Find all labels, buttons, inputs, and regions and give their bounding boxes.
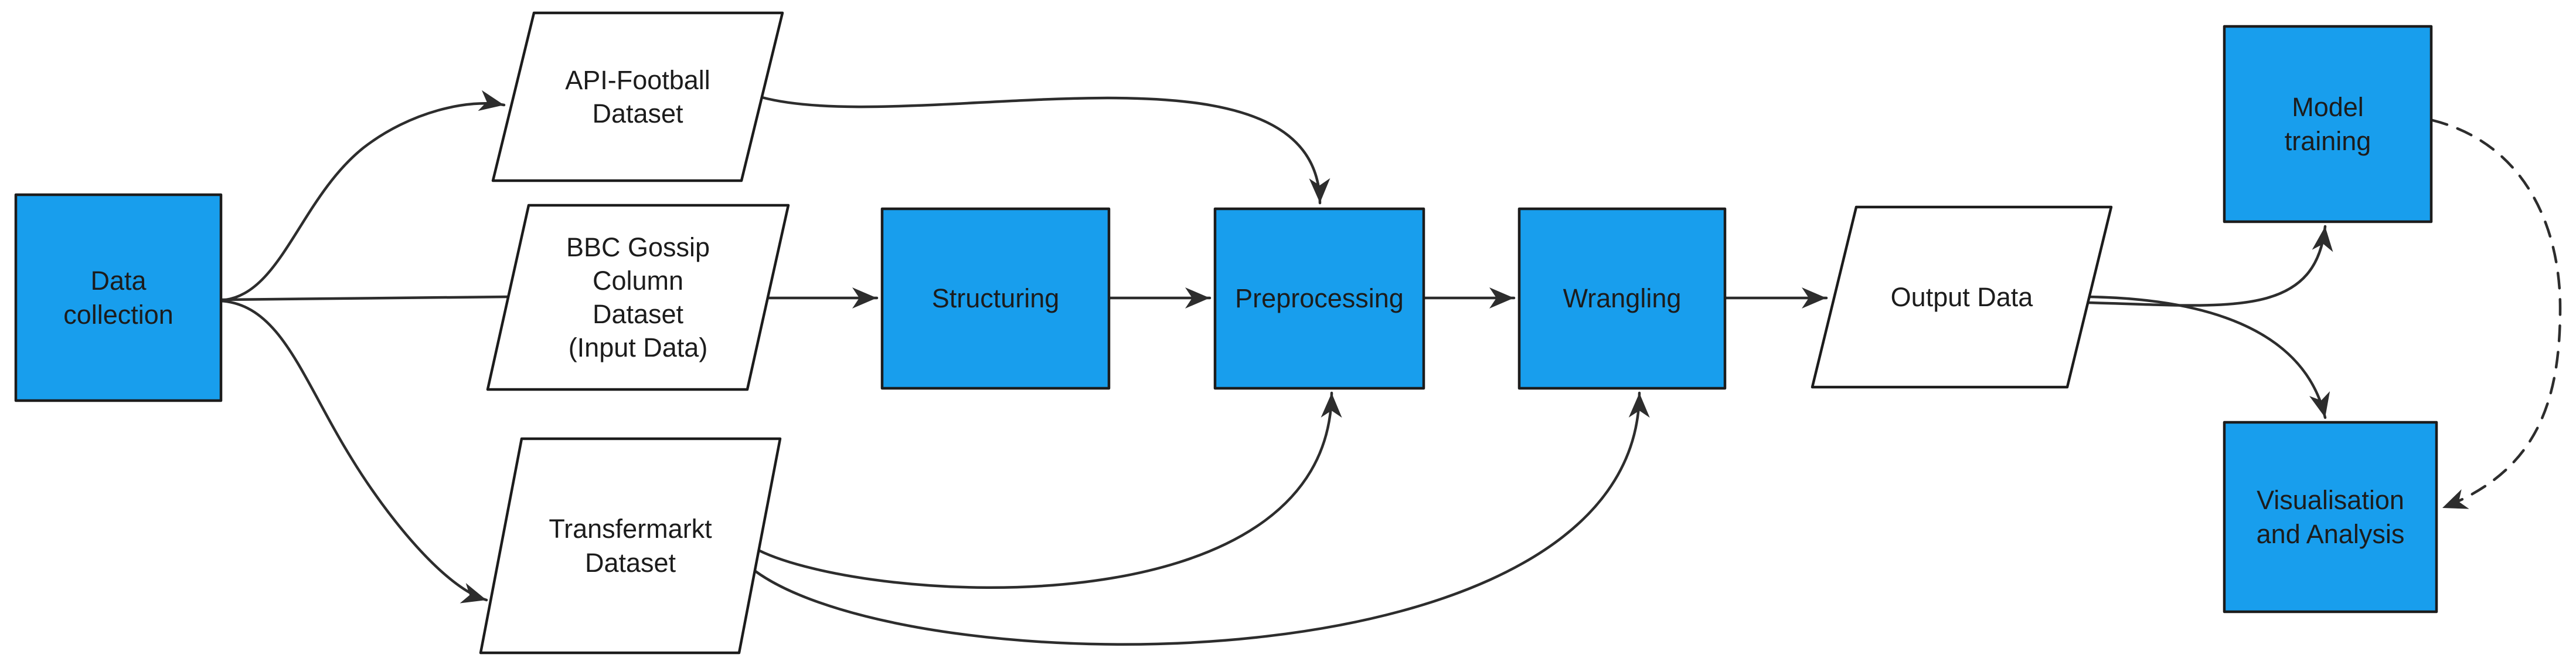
node-output-data [1811,205,2113,389]
edge-modeltraining-visualisation-dashed [2431,118,2562,510]
node-visualisation [2223,421,2438,614]
edge-datacollection-apifootball [219,90,506,302]
edge-apifootball-preprocessing [760,96,1330,205]
node-transfermarkt [479,437,782,655]
node-structuring [880,207,1111,390]
edge-outputdata-visualisation [2086,295,2330,419]
edges [219,90,2562,646]
edge-datacollection-transfermarkt [219,299,488,604]
node-api-football [491,11,784,182]
node-wrangling [1517,207,1727,390]
node-bbc-gossip [486,204,790,391]
edge-transfermarkt-wrangling [754,391,1650,646]
edge-outputdata-modeltraining [2086,225,2333,307]
edge-transfermarkt-preprocessing [757,391,1342,589]
node-preprocessing [1213,207,1425,390]
nodes [14,11,2438,655]
edge-datacollection-bbcgossip [219,295,509,301]
node-data-collection [14,193,223,402]
node-model-training [2223,25,2433,223]
